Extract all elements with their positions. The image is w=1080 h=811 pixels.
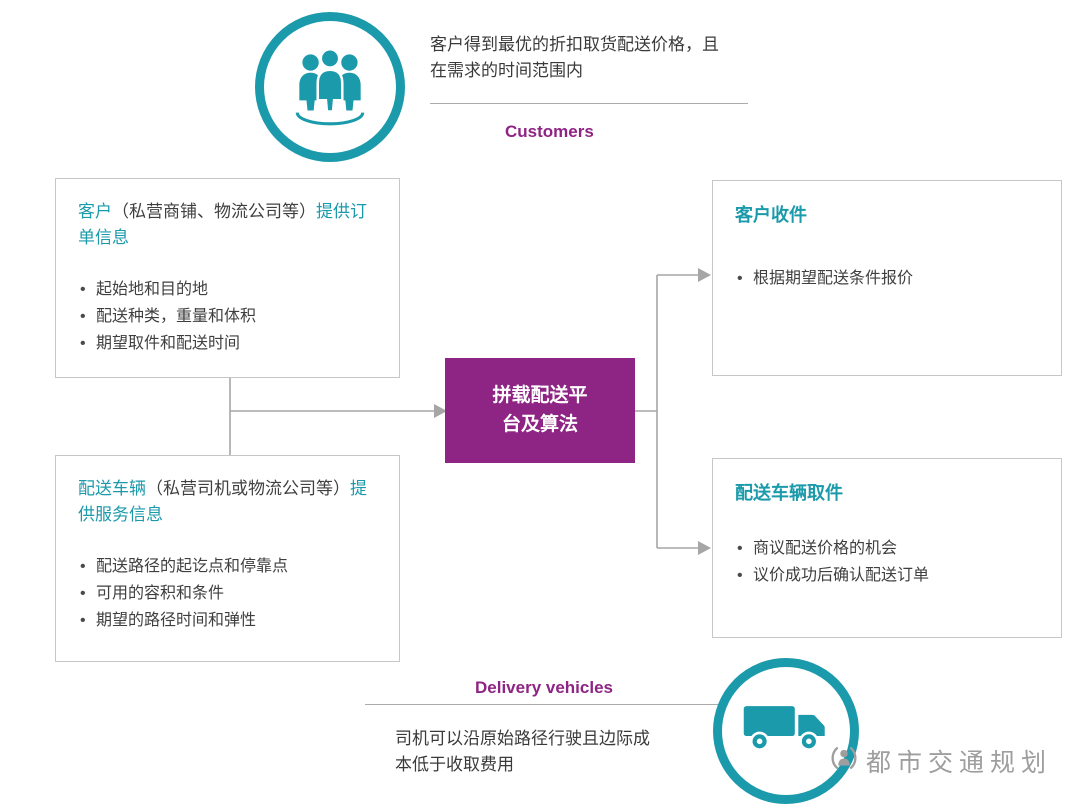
customers-circle — [255, 12, 405, 162]
title-segment: 提供订单信息 — [78, 202, 367, 247]
bullet-item: 期望取件和配送时间 — [78, 330, 377, 357]
title-segment: （私营司机或物流公司等） — [146, 479, 350, 498]
bullet-item: 根据期望配送条件报价 — [735, 265, 1039, 292]
bottom-divider-line — [365, 704, 725, 705]
delivery-vehicles-label: Delivery vehicles — [475, 678, 613, 697]
customers-label: Customers — [505, 122, 594, 141]
customer-receive-title: 客户收件 — [735, 205, 807, 225]
vehicle-pickup-box: 配送车辆取件 商议配送价格的机会 议价成功后确认配送订单 — [712, 458, 1062, 638]
top-divider-line — [430, 103, 748, 104]
customers-note: 客户得到最优的折扣取货配送价格，且在需求的时间范围内 — [430, 35, 719, 81]
vehicle-pickup-title: 配送车辆取件 — [735, 483, 843, 503]
bullet-item: 商议配送价格的机会 — [735, 535, 1039, 562]
watermark: 都市交通规划 — [828, 742, 1052, 779]
bullet-item: 起始地和目的地 — [78, 276, 377, 303]
customer-receive-bullets: 根据期望配送条件报价 — [735, 265, 1039, 292]
platform-box: 拼载配送平台及算法 — [445, 358, 635, 463]
bullet-item: 期望的路径时间和弹性 — [78, 607, 377, 634]
people-icon — [284, 39, 376, 136]
order-info-title: 客户（私营商铺、物流公司等）提供订单信息 — [78, 199, 377, 250]
title-segment: （私营商铺、物流公司等） — [112, 202, 316, 221]
order-info-box: 客户（私营商铺、物流公司等）提供订单信息 起始地和目的地 配送种类，重量和体积 … — [55, 178, 400, 378]
title-segment: 配送车辆 — [78, 479, 146, 498]
bullet-item: 配送种类，重量和体积 — [78, 303, 377, 330]
service-info-title: 配送车辆（私营司机或物流公司等）提供服务信息 — [78, 476, 377, 527]
service-info-box: 配送车辆（私营司机或物流公司等）提供服务信息 配送路径的起讫点和停靠点 可用的容… — [55, 455, 400, 662]
title-segment: 客户 — [78, 202, 112, 221]
wechat-account-icon — [828, 742, 860, 779]
watermark-text: 都市交通规划 — [866, 748, 1053, 777]
vehicle-pickup-bullets: 商议配送价格的机会 议价成功后确认配送订单 — [735, 535, 1039, 590]
bullet-item: 可用的容积和条件 — [78, 580, 377, 607]
bullet-item: 议价成功后确认配送订单 — [735, 562, 1039, 589]
customer-receive-box: 客户收件 根据期望配送条件报价 — [712, 180, 1062, 376]
order-info-bullets: 起始地和目的地 配送种类，重量和体积 期望取件和配送时间 — [78, 276, 377, 358]
truck-icon — [742, 697, 830, 766]
title-segment: 提供服务信息 — [78, 479, 367, 524]
platform-title: 拼载配送平台及算法 — [492, 385, 588, 435]
delivery-truck-circle — [713, 658, 859, 804]
bullet-item: 配送路径的起讫点和停靠点 — [78, 553, 377, 580]
driver-note: 司机可以沿原始路径行驶且边际成本低于收取费用 — [395, 729, 650, 775]
service-info-bullets: 配送路径的起讫点和停靠点 可用的容积和条件 期望的路径时间和弹性 — [78, 553, 377, 635]
